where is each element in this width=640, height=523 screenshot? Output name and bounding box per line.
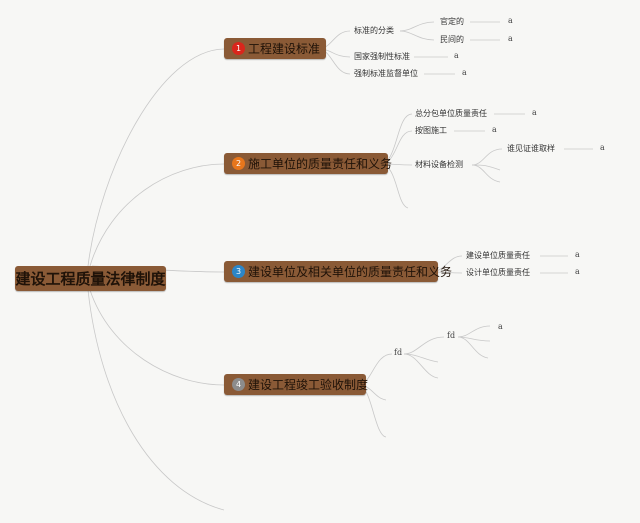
- category-node-standards[interactable]: 1 工程建设标准: [224, 38, 326, 59]
- value-a: a: [454, 51, 459, 60]
- value-a: a: [532, 108, 537, 117]
- leaf-material-testing[interactable]: 材料设备检测: [415, 160, 463, 169]
- leaf-build-by-drawing[interactable]: 按图施工: [415, 126, 447, 135]
- number-1-icon: 1: [232, 42, 245, 55]
- value-a: a: [575, 250, 580, 259]
- number-3-icon: 3: [232, 265, 245, 278]
- value-a: a: [600, 143, 605, 152]
- root-node[interactable]: 建设工程质量法律制度: [15, 266, 166, 291]
- value-a: a: [575, 267, 580, 276]
- leaf-fd[interactable]: fd: [394, 348, 403, 357]
- leaf-designer-responsibility[interactable]: 设计单位质量责任: [466, 268, 530, 277]
- category-label: 建设工程竣工验收制度: [248, 378, 369, 392]
- leaf-owner-responsibility[interactable]: 建设单位质量责任: [466, 251, 530, 260]
- leaf-standard-supervisor[interactable]: 强制标准监督单位: [354, 69, 418, 78]
- category-label: 工程建设标准: [248, 42, 321, 56]
- leaf-witness-sampling[interactable]: 谁见证谁取样: [507, 144, 555, 153]
- category-node-acceptance[interactable]: 4 建设工程竣工验收制度: [224, 374, 369, 395]
- category-label: 施工单位的质量责任和义务: [248, 157, 393, 171]
- number-4-icon: 4: [232, 378, 245, 391]
- value-a: a: [508, 34, 513, 43]
- value-a: a: [508, 16, 513, 25]
- value-a: a: [498, 322, 503, 331]
- category-node-contractor[interactable]: 2 施工单位的质量责任和义务: [224, 153, 392, 174]
- category-label: 建设单位及相关单位的质量责任和义务: [248, 265, 453, 279]
- leaf-fd[interactable]: fd: [447, 331, 456, 340]
- category-node-owner[interactable]: 3 建设单位及相关单位的质量责任和义务: [224, 261, 452, 282]
- leaf-standard-classification[interactable]: 标准的分类: [354, 26, 394, 35]
- leaf-official[interactable]: 官定的: [440, 17, 464, 26]
- value-a: a: [492, 125, 497, 134]
- leaf-mandatory-standard[interactable]: 国家强制性标准: [354, 52, 410, 61]
- leaf-civil[interactable]: 民间的: [440, 35, 464, 44]
- number-2-icon: 2: [232, 157, 245, 170]
- root-label: 建设工程质量法律制度: [15, 270, 166, 288]
- leaf-general-contractor[interactable]: 总分包单位质量责任: [415, 109, 487, 118]
- value-a: a: [462, 68, 467, 77]
